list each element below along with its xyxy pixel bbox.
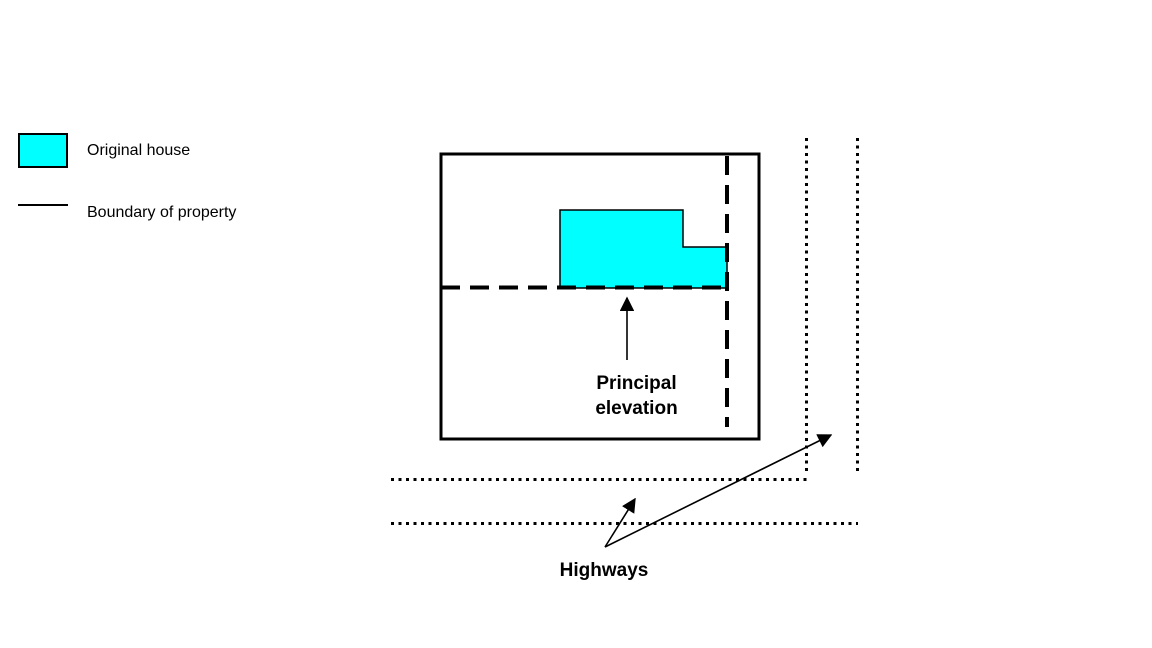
property-boundary <box>439 152 761 441</box>
original-house-shape <box>559 209 728 289</box>
highways-arrow-long <box>604 434 833 548</box>
highways-label: Highways <box>559 560 649 581</box>
original-house-swatch <box>18 133 68 168</box>
original-house-legend-label: Original house <box>87 142 191 159</box>
boundary-line-sample <box>18 204 68 206</box>
principal-elevation-label: Principal elevation <box>595 373 678 419</box>
highways-arrow-short <box>604 497 636 548</box>
boundary-legend-label: Boundary of property <box>87 204 237 221</box>
